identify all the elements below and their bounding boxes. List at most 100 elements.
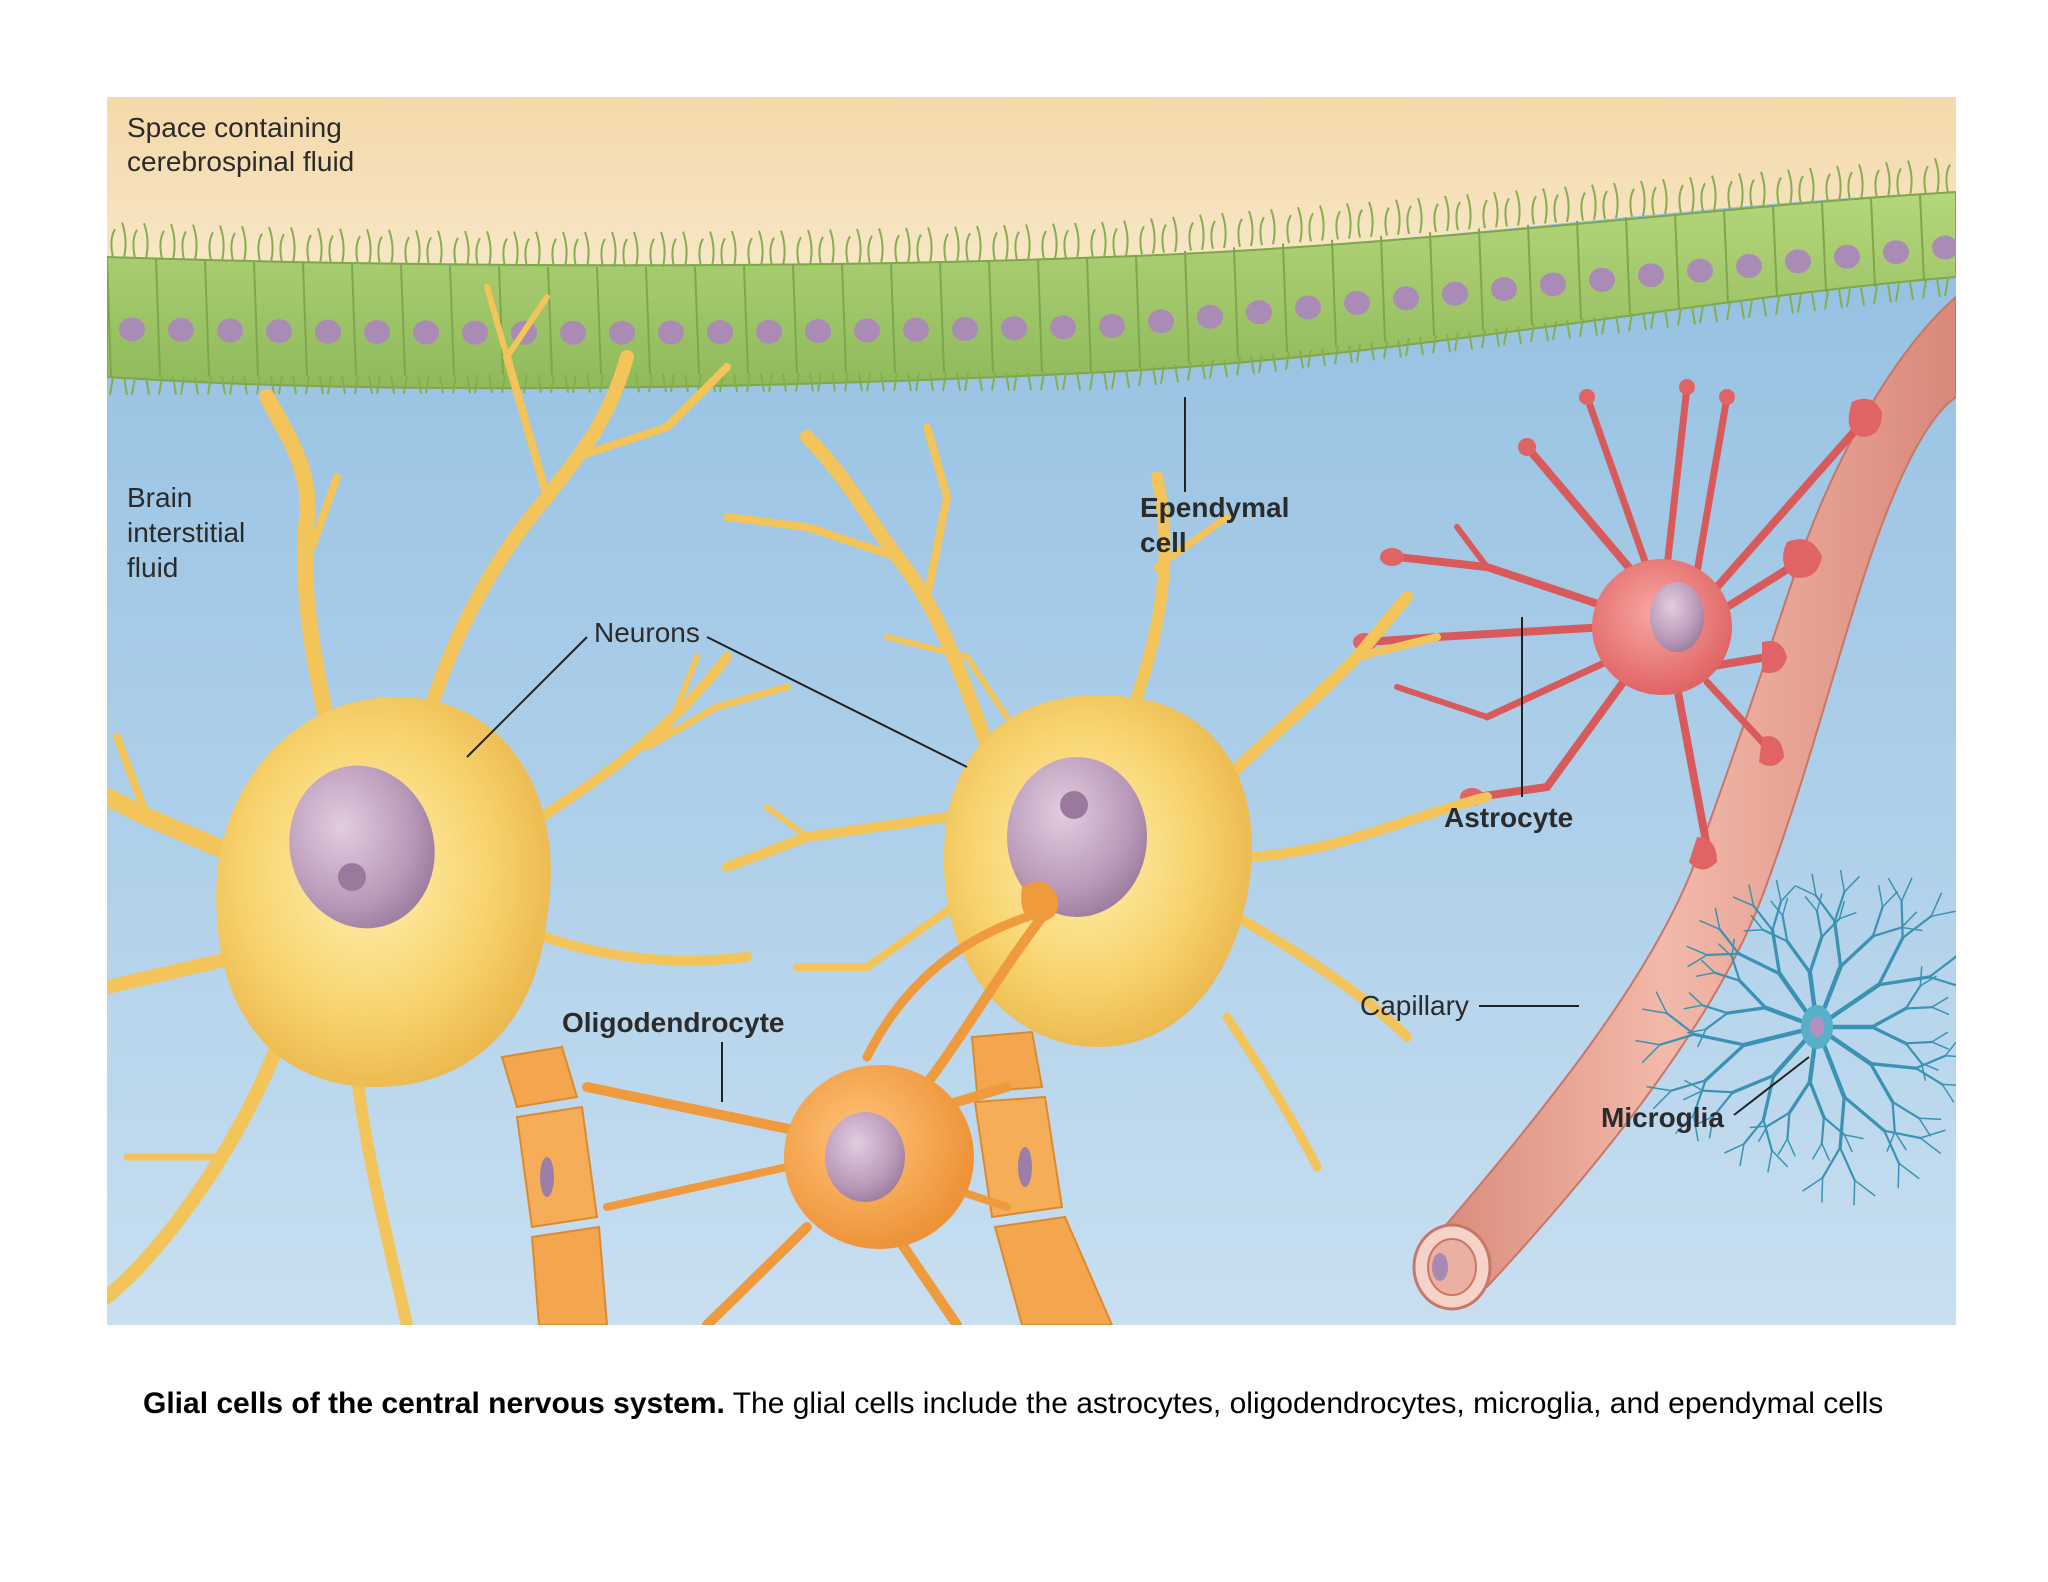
microglia-process — [1808, 1079, 1826, 1120]
ependymal-basal-process — [1748, 299, 1753, 318]
ependymal-cilium — [1700, 182, 1706, 212]
ependymal-basal-process — [1089, 371, 1094, 391]
microglia-process — [1822, 1116, 1846, 1136]
ependymal-cilium — [1444, 195, 1450, 232]
ependymal-basal-process — [1236, 356, 1241, 376]
microglia-process — [1901, 915, 1933, 940]
ependymal-basal-process — [341, 375, 346, 394]
microglia-process — [1712, 1091, 1734, 1118]
microglia-process — [1931, 1006, 1950, 1015]
microglia-process — [1894, 1131, 1907, 1151]
ependymal-cell-border — [253, 261, 259, 377]
microglia-process — [1918, 1117, 1932, 1137]
ependymal-cilium — [1270, 208, 1276, 245]
microglia-process — [1919, 975, 1937, 987]
microglia-process — [1687, 1028, 1707, 1034]
ependymal-basal-process — [795, 373, 800, 392]
ependymal-cilium — [807, 229, 813, 266]
ependymal-basal-process — [760, 373, 765, 392]
ependymal-cilium — [1776, 177, 1782, 206]
ependymal-basal-process — [817, 373, 822, 392]
ependymal-cell-border — [1429, 232, 1435, 336]
ependymal-cilium — [1417, 197, 1423, 234]
ependymal-basal-process — [564, 374, 569, 393]
ependymal-cilium — [1259, 216, 1265, 246]
ependymal-cilium — [121, 222, 127, 258]
ependymal-cilium — [535, 231, 541, 267]
ependymal-nucleus — [1148, 309, 1174, 334]
ependymal-basal-process — [1383, 340, 1388, 359]
microglia-process — [1838, 912, 1857, 920]
microglia-process — [1928, 975, 1956, 987]
microglia-process — [1815, 910, 1823, 939]
ependymal-basal-process — [1005, 372, 1010, 391]
ependymal-nucleus — [1491, 277, 1517, 302]
ependymal-basal-process — [145, 376, 150, 395]
ependymal-nucleus — [315, 319, 341, 344]
microglia-process — [1693, 1115, 1715, 1127]
ependymal-cilium — [622, 238, 628, 268]
ependymal-cilium — [954, 226, 960, 262]
ependymal-cilium — [1493, 191, 1499, 228]
microglia-process — [1838, 1146, 1856, 1182]
ependymal-basal-process — [425, 375, 430, 394]
ependymal-cell-border — [400, 264, 406, 376]
ependymal-basal-process — [1138, 367, 1143, 387]
ependymal-basal-process — [501, 374, 506, 394]
ependymal-nucleus — [1246, 300, 1272, 325]
ependymal-basal-process — [844, 373, 849, 392]
ependymal-cilium — [878, 228, 884, 264]
ependymal-cilium — [976, 225, 982, 262]
ependymal-cilium — [1455, 201, 1461, 231]
microglia-process — [1683, 1004, 1704, 1010]
ependymal-cilium — [894, 234, 900, 264]
ependymal-cilium — [1335, 210, 1341, 240]
microglia-process — [1786, 1138, 1796, 1157]
microglia-process — [1714, 907, 1721, 931]
microglia-process — [1670, 1079, 1707, 1092]
ependymal-basal-process — [1677, 307, 1682, 326]
microglia-process — [1704, 1011, 1729, 1031]
ependymal-cilium — [132, 229, 138, 259]
ependymal-basal-process — [180, 376, 185, 395]
microglia-process — [1838, 1095, 1846, 1150]
ependymal-cell-border — [1723, 209, 1729, 304]
ependymal-basal-process — [537, 374, 542, 394]
microglia-process — [1739, 1143, 1745, 1166]
ependymal-cilium — [1896, 167, 1902, 197]
microglia-process — [1904, 1042, 1923, 1065]
microglia-process — [1898, 1162, 1920, 1180]
ependymal-cilium — [404, 236, 410, 266]
microglia-process — [1904, 1006, 1934, 1010]
ependymal-basal-process — [550, 374, 555, 393]
ependymal-cell-border — [1772, 205, 1778, 298]
ependymal-basal-process — [1762, 298, 1767, 317]
ependymal-basal-process — [452, 375, 457, 394]
microglia-nucleus — [1810, 1017, 1824, 1037]
ependymal-basal-process — [964, 372, 969, 391]
microglia-process — [1814, 894, 1836, 923]
ependymal-basal-process — [1797, 294, 1802, 313]
ependymal-cell-border — [107, 256, 112, 378]
ependymal-basal-process — [1419, 336, 1424, 356]
microglia-process — [1944, 1055, 1956, 1058]
ependymal-cell-border — [1919, 194, 1925, 282]
ependymal-basal-process — [123, 376, 128, 396]
ependymal-cilium — [1787, 169, 1793, 205]
ependymal-basal-process — [417, 375, 422, 394]
ependymal-basal-process — [1789, 295, 1794, 314]
ependymal-basal-process — [572, 374, 577, 393]
microglia-process — [1931, 996, 1949, 1008]
ependymal-basal-process — [858, 373, 863, 392]
ependymal-basal-process — [907, 372, 912, 392]
ependymal-cilium — [1052, 223, 1058, 259]
ependymal-cell-border — [890, 263, 896, 374]
microglia-process — [1811, 873, 1817, 897]
ependymal-basal-process — [1517, 325, 1522, 345]
caption-title: Glial cells of the central nervous syste… — [143, 1387, 725, 1420]
microglia-process — [1931, 1041, 1949, 1050]
ependymal-cilium — [829, 229, 835, 265]
ependymal-cilium — [1466, 193, 1472, 230]
ependymal-basal-process — [684, 373, 689, 393]
microglia-process — [1878, 884, 1884, 908]
